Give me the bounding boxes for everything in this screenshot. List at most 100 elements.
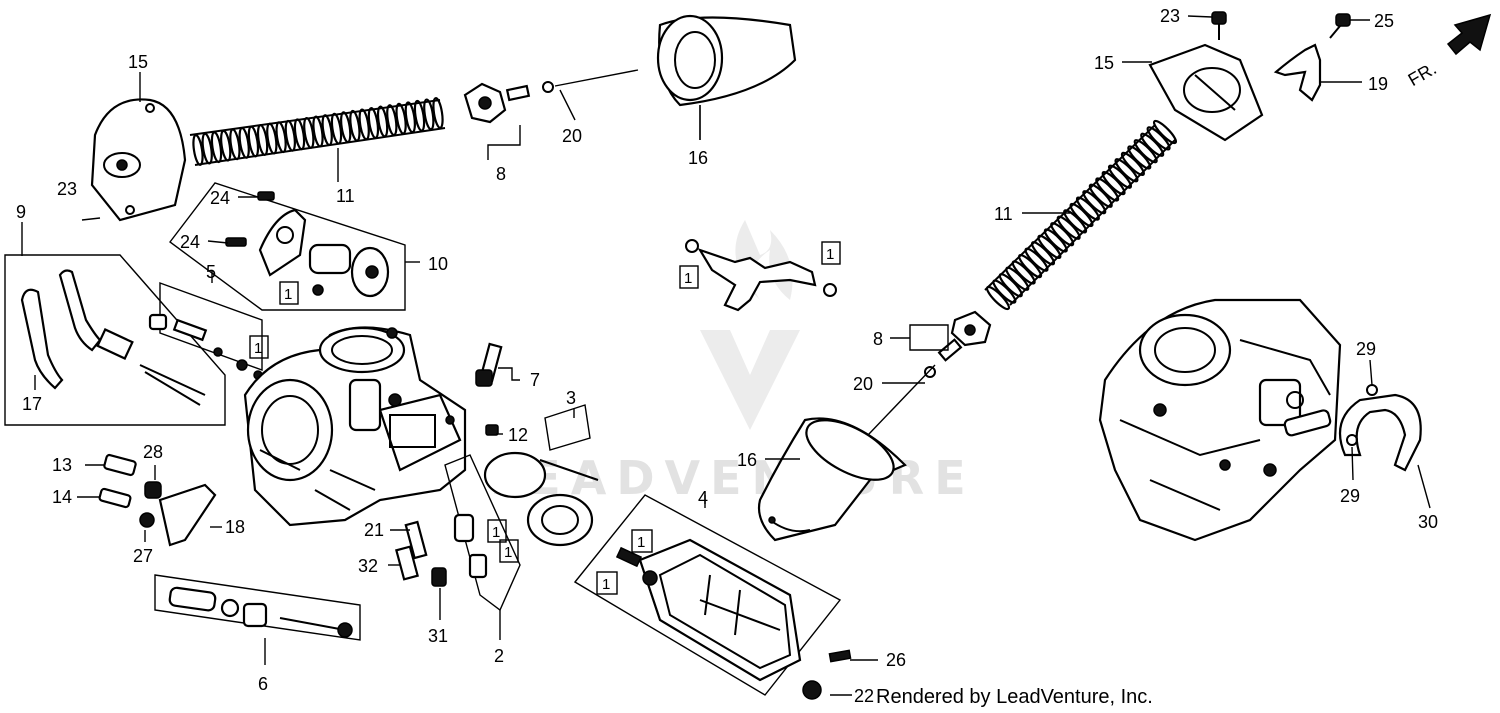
spring-coil <box>284 119 296 152</box>
jet-set-5 <box>148 282 263 380</box>
spring-coil <box>386 104 398 137</box>
spring-coil <box>404 101 416 134</box>
spring-coil <box>275 121 287 154</box>
callout-24: 24 <box>210 188 230 208</box>
callout-23: 23 <box>1160 6 1180 26</box>
choke-assembly-10 <box>169 182 406 311</box>
boxed-ref: 1 <box>492 524 500 541</box>
diaphragm-16-left <box>656 14 797 140</box>
callout-7: 7 <box>530 370 540 390</box>
boxed-ref: 1 <box>504 544 512 561</box>
carburetor-body-left <box>243 326 467 527</box>
callout-20: 20 <box>562 126 582 146</box>
callout-25: 25 <box>1374 11 1394 31</box>
callout-26: 26 <box>886 650 906 670</box>
callout-12: 12 <box>508 425 528 445</box>
fuel-joint-pipe <box>685 239 837 312</box>
boxed-ref: 1 <box>637 534 645 551</box>
callout-16: 16 <box>737 450 757 470</box>
spring-coil <box>321 114 333 147</box>
callout-30: 30 <box>1418 512 1438 532</box>
callout-20: 20 <box>853 374 873 394</box>
callout-numbers: 15 11 8 20 16 23 24 24 10 9 5 17 7 3 12 … <box>16 6 1438 706</box>
spring-coil <box>340 111 352 144</box>
spring-coil <box>266 122 278 155</box>
callout-8: 8 <box>873 329 883 349</box>
spring-coil <box>998 273 1023 298</box>
diaphragm-16-right <box>757 417 907 542</box>
spring-coil <box>1082 190 1107 215</box>
spring-coil <box>423 98 435 131</box>
bolt-25 <box>1329 13 1351 39</box>
spring-coil <box>312 115 324 148</box>
spring-coil <box>293 118 306 151</box>
float-3 <box>483 404 599 547</box>
screw-7 <box>475 342 503 387</box>
spring-coil <box>395 102 407 135</box>
callout-14: 14 <box>52 487 72 507</box>
callout-8: 8 <box>496 164 506 184</box>
callout-23: 23 <box>57 179 77 199</box>
needle-holder-8-left <box>463 69 639 124</box>
spring-11-right <box>984 119 1178 311</box>
callout-15: 15 <box>1094 53 1114 73</box>
leader-lines <box>21 15 1431 696</box>
callout-15: 15 <box>128 52 148 72</box>
callout-18: 18 <box>225 517 245 537</box>
fuel-pipe-assembly-9 <box>4 254 226 426</box>
spring-coil <box>1152 119 1178 145</box>
bolt-23-right <box>1211 11 1227 40</box>
spring-coil <box>349 109 361 142</box>
callout-3: 3 <box>566 388 576 408</box>
callout-6: 6 <box>258 674 268 694</box>
callout-21: 21 <box>364 520 384 540</box>
spring-coil <box>192 134 204 166</box>
boxed-ref: 1 <box>826 246 834 263</box>
callout-27: 27 <box>133 546 153 566</box>
boxed-ref: 1 <box>602 576 610 593</box>
spring-coil <box>367 107 380 139</box>
boxed-ref: 1 <box>254 340 262 357</box>
float-bowl-4 <box>573 494 852 700</box>
fr-label: FR. <box>1405 58 1440 90</box>
boxed-reference-labels: 1 1 1 1 1 1 1 1 <box>249 241 841 595</box>
bracket-19 <box>1273 43 1322 102</box>
callout-10: 10 <box>428 254 448 274</box>
callout-29: 29 <box>1340 486 1360 506</box>
callout-5: 5 <box>206 262 216 282</box>
callout-19: 19 <box>1368 74 1388 94</box>
spring-coil <box>256 124 269 156</box>
callout-31: 31 <box>428 626 448 646</box>
callout-32: 32 <box>358 556 378 576</box>
spring-coil <box>1107 164 1133 189</box>
footer-credit: Rendered by LeadVenture, Inc. <box>876 686 1153 708</box>
callout-17: 17 <box>22 394 42 414</box>
carburetor-body-right <box>1098 298 1342 542</box>
spring-coil <box>1024 247 1049 272</box>
cap-15-right <box>1148 43 1264 142</box>
spring-11-left <box>189 97 446 166</box>
spring-coil <box>1133 139 1158 164</box>
callout-29: 29 <box>1356 339 1376 359</box>
spring-coil <box>376 105 389 138</box>
spring-coil <box>247 125 260 158</box>
callout-16: 16 <box>688 148 708 168</box>
callout-4: 4 <box>698 488 708 508</box>
spring-coil <box>330 112 343 145</box>
callout-22: 22 <box>854 686 874 706</box>
boxed-ref: 1 <box>684 270 692 287</box>
boxed-ref: 1 <box>284 286 292 303</box>
callout-24: 24 <box>180 232 200 252</box>
callout-28: 28 <box>143 442 163 462</box>
spring-coil <box>220 129 232 162</box>
callout-2: 2 <box>494 646 504 666</box>
direction-arrow: FR. <box>1405 13 1492 90</box>
pilot-screw-set-6 <box>154 574 361 641</box>
cap-15-left <box>90 98 187 222</box>
spring-coil <box>229 128 241 161</box>
hose-30 <box>1338 393 1422 472</box>
needle-holder-8-right <box>867 310 992 436</box>
callout-13: 13 <box>52 455 72 475</box>
spring-coil <box>358 108 370 141</box>
